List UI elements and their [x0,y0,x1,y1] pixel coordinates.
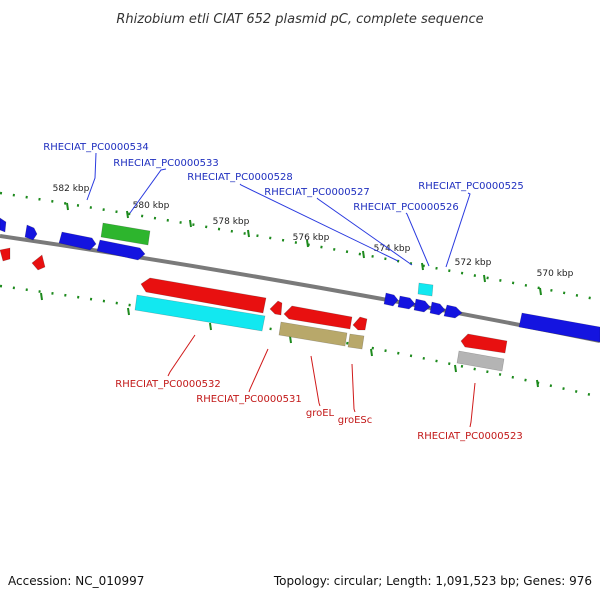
leader-line [310,355,321,407]
gene-arrow [518,312,600,343]
gene-arrow [58,231,97,251]
top-labels: RHECIAT_PC0000534 RHECIAT_PC0000533 RHEC… [43,142,524,268]
gene-arrow [460,333,508,354]
leader-line [248,348,269,393]
gene-label-rheciat-pc0000531: RHECIAT_PC0000531 [196,394,301,405]
bottom-labels: RHECIAT_PC0000532 RHECIAT_PC0000531 groE… [115,334,523,442]
ruler-labels: 582 kbp 580 kbp 578 kbp 576 kbp 574 kbp … [53,184,574,279]
gene-label-rheciat-pc0000527: RHECIAT_PC0000527 [264,187,369,198]
outer-major-ticks [66,202,542,296]
gene-arrow [456,350,505,372]
ruler-label: 572 kbp [455,258,492,268]
ruler-label: 570 kbp [537,269,574,279]
gene-arrow [134,294,266,332]
gene-arrow [0,247,11,262]
gene-arrow [383,292,399,307]
leader-line [86,152,97,201]
gene-arrow [24,224,38,241]
inner-tick-track [0,284,600,399]
ruler-label: 580 kbp [133,201,170,211]
gene-label-groesc: groESc [338,415,373,426]
ruler-label: 582 kbp [53,184,90,194]
leader-line [469,382,476,428]
backbone [0,234,600,343]
leader-line [351,363,356,413]
leader-line [405,212,430,267]
leader-line [129,168,167,214]
gene-label-rheciat-pc0000523: RHECIAT_PC0000523 [417,431,522,442]
ruler-label: 578 kbp [213,217,250,227]
gene-arrow [140,277,267,314]
ruler-label: 574 kbp [374,244,411,254]
gene-arrow [347,333,365,350]
gene-arrow [429,301,446,316]
gene-label-rheciat-pc0000532: RHECIAT_PC0000532 [115,379,220,390]
forward-genes [0,217,600,343]
gene-arrow [269,300,283,316]
gene-label-rheciat-pc0000525: RHECIAT_PC0000525 [418,181,523,192]
leader-line [239,183,399,262]
accession-text: Accession: NC_010997 [8,574,144,588]
leader-line [167,334,196,377]
gene-label-rheciat-pc0000526: RHECIAT_PC0000526 [353,202,458,213]
ruler-label: 576 kbp [293,233,330,243]
leader-line [445,192,471,268]
gene-arrow [31,254,46,271]
gene-arrow [443,304,463,319]
gene-label-rheciat-pc0000533: RHECIAT_PC0000533 [113,158,218,169]
gene-arrow [0,217,7,233]
gene-arrow [413,298,431,313]
sequence-info-text: Topology: circular; Length: 1,091,523 bp… [273,574,592,588]
gene-arrow [96,239,146,261]
gene-arrow [417,282,434,297]
gene-label-rheciat-pc0000528: RHECIAT_PC0000528 [187,172,292,183]
map-title: Rhizobium etli CIAT 652 plasmid pC, comp… [116,12,483,27]
inner-major-ticks [40,292,539,388]
reverse-genes [0,247,508,372]
gene-label-rheciat-pc0000534: RHECIAT_PC0000534 [43,142,148,153]
gene-arrow [352,316,368,331]
gene-arrow [283,305,353,330]
gene-arrow [397,295,416,310]
gene-arrow [100,222,151,246]
gene-arrow [278,321,348,347]
leader-line [316,197,413,266]
gene-label-groel: groEL [306,408,335,419]
